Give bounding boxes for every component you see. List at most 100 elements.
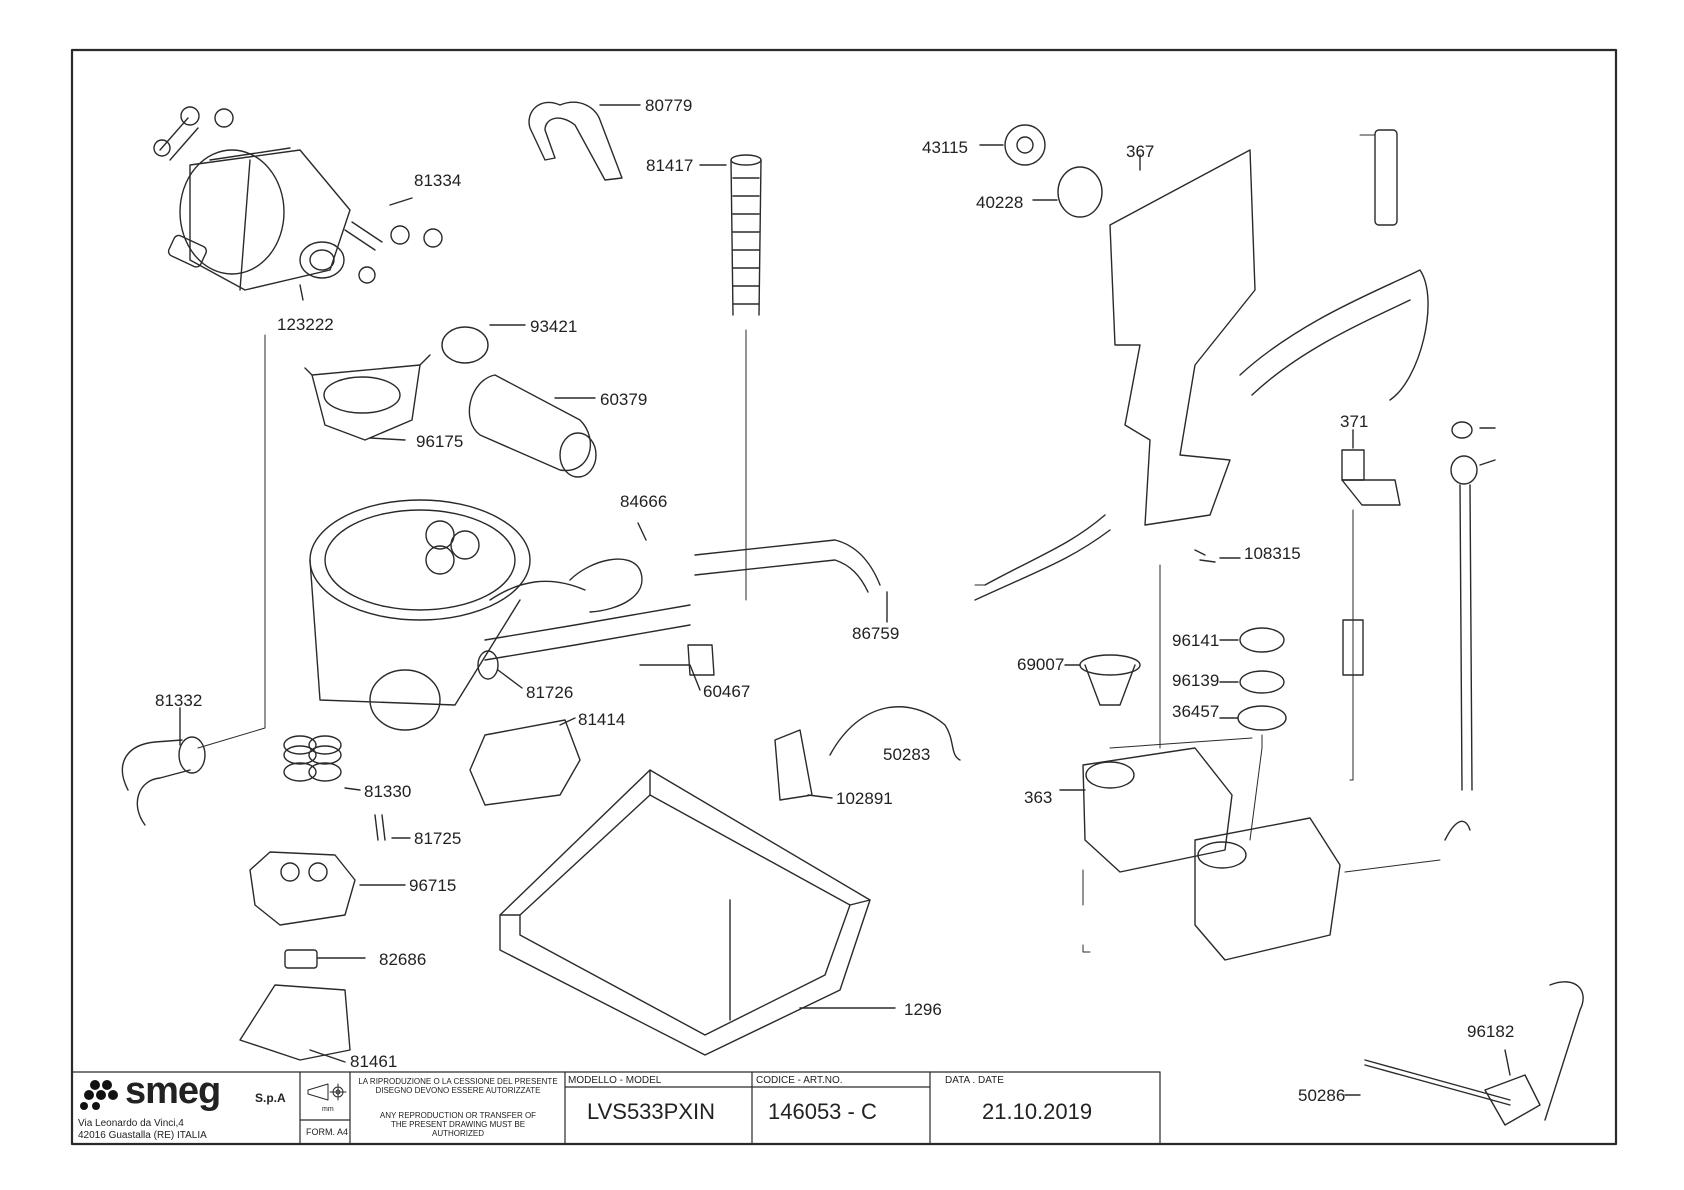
- part-96139: [1239, 670, 1285, 694]
- leader-123222: [299, 284, 304, 301]
- label-108315: 108315: [1244, 544, 1301, 563]
- model-label: MODELLO - MODEL: [568, 1075, 662, 1086]
- part-108315: [1194, 549, 1216, 563]
- drain-pipe: [484, 604, 691, 661]
- label-60467: 60467: [703, 682, 751, 701]
- notice-english: ANY REPRODUCTION OR TRANSFER OF THE PRES…: [379, 1111, 537, 1139]
- label-363: 363: [1024, 788, 1053, 807]
- hose-81417: [730, 159, 762, 316]
- date-value: 21.10.2019: [982, 1099, 1093, 1124]
- label-40228: 40228: [976, 193, 1024, 212]
- label-43115: 43115: [922, 138, 969, 157]
- projection-symbol: [307, 1083, 347, 1101]
- label-96175: 96175: [416, 432, 464, 451]
- panel-367: [1109, 149, 1256, 526]
- part-81725: [374, 814, 386, 841]
- sump-drawing: [309, 499, 586, 731]
- part-43115: [1004, 124, 1046, 166]
- leader-81414: [559, 717, 576, 726]
- hose-left: [974, 514, 1111, 601]
- code-value: 146053 - C: [768, 1099, 877, 1124]
- brand-name: smeg: [125, 1070, 221, 1112]
- label-81334: 81334: [414, 171, 462, 190]
- label-123222: 123222: [277, 315, 334, 334]
- heater-60379: [468, 374, 591, 472]
- date-label: DATA . DATE: [945, 1075, 1004, 1086]
- leader-96175: [369, 437, 406, 441]
- part-371: [1341, 449, 1365, 481]
- model-value: LVS533PXIN: [587, 1099, 716, 1124]
- label-96715: 96715: [409, 876, 457, 895]
- label-80779: 80779: [645, 96, 693, 115]
- label-1296: 1296: [904, 1000, 942, 1019]
- title-block-lines: [71, 1071, 1161, 1145]
- clamp-80779: [528, 101, 623, 181]
- drawing-frame: [70, 48, 1618, 1146]
- label-50283: 50283: [883, 745, 931, 764]
- part-102891: [774, 729, 813, 801]
- label-69007: 69007: [1017, 655, 1065, 674]
- label-81417: 81417: [646, 156, 694, 175]
- address-line-1: Via Leonardo da Vinci,4: [78, 1118, 184, 1129]
- hose-inlet: [1374, 129, 1398, 226]
- hose-86759: [694, 539, 881, 593]
- dispenser-363: [1082, 747, 1233, 873]
- label-86759: 86759: [852, 624, 900, 643]
- label-81726: 81726: [526, 683, 574, 702]
- label-371: 371: [1340, 412, 1369, 431]
- part-82686: [284, 949, 318, 969]
- motor-drawing: [153, 106, 443, 291]
- leader-96182: [1504, 1049, 1511, 1076]
- pipe-right: [1459, 484, 1473, 791]
- hose-81332: [121, 739, 191, 826]
- label-96141: 96141: [1172, 631, 1220, 650]
- cable-50286: [1364, 1059, 1511, 1106]
- elbow-84666: [569, 558, 643, 613]
- format-label: FORM. A4: [306, 1127, 349, 1137]
- label-96182: 96182: [1467, 1022, 1515, 1041]
- smeg-logo-dots: [80, 1080, 118, 1110]
- label-102891: 102891: [836, 789, 893, 808]
- label-60379: 60379: [600, 390, 648, 409]
- label-367: 367: [1126, 142, 1155, 161]
- code-label: CODICE - ART.NO.: [756, 1075, 843, 1086]
- label-50286: 50286: [1298, 1086, 1346, 1105]
- label-81414: 81414: [578, 710, 626, 729]
- unit-label: mm: [322, 1106, 334, 1113]
- label-81332: 81332: [155, 691, 203, 710]
- label-36457: 36457: [1172, 702, 1220, 721]
- leader-84666: [637, 522, 647, 541]
- label-96139: 96139: [1172, 671, 1220, 690]
- part-69007: [1079, 654, 1141, 676]
- brand-suffix: S.p.A: [255, 1091, 286, 1105]
- sleeve-93421: [441, 326, 489, 364]
- address-line-2: 42016 Guastalla (RE) ITALIA: [78, 1130, 207, 1141]
- seals-81330: [283, 735, 342, 782]
- seal-36457: [1237, 705, 1287, 731]
- label-84666: 84666: [620, 492, 668, 511]
- hose-right: [1239, 269, 1429, 401]
- label-81330: 81330: [364, 782, 412, 801]
- seal-40228: [1057, 166, 1103, 218]
- cable-50283: [829, 706, 961, 761]
- part-96715: [249, 851, 356, 926]
- label-81461: 81461: [350, 1052, 398, 1071]
- notice-italian: LA RIPRODUZIONE O LA CESSIONE DEL PRESEN…: [358, 1077, 558, 1096]
- part-96182: [1484, 1074, 1541, 1126]
- label-82686: 82686: [379, 950, 427, 969]
- leader-81330: [344, 787, 361, 791]
- pump-81414: [469, 719, 581, 806]
- part-81461: [239, 984, 351, 1061]
- leader-60467: [639, 664, 701, 691]
- base-frame-1296: [499, 769, 871, 1056]
- leader-102891: [807, 794, 833, 799]
- leader-81334: [389, 197, 413, 206]
- leader-81461: [309, 1049, 346, 1063]
- leader-right-2: [1479, 459, 1496, 466]
- deflector-96175: [311, 364, 421, 441]
- leader-81726: [497, 669, 523, 689]
- part-96141: [1239, 627, 1285, 653]
- label-93421: 93421: [530, 317, 578, 336]
- label-81725: 81725: [414, 829, 462, 848]
